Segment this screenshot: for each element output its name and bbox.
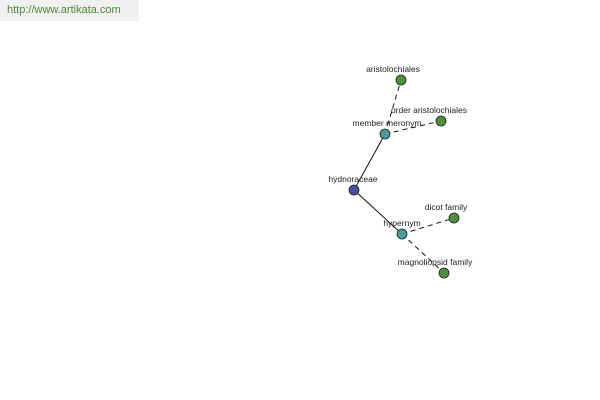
node-magnoliopsid-family[interactable] [438,267,450,279]
node-aristolochiales[interactable] [395,74,407,86]
node-label-member-meronym[interactable]: member meronym [353,118,422,128]
edge-member_meronym-order_aristolochiales [384,120,442,135]
node-hypernym[interactable] [396,228,408,240]
node-label-order-aristolochiales[interactable]: order aristolochiales [391,105,467,115]
site-url-link[interactable]: http://www.artikata.com [7,4,121,16]
url-banner: http://www.artikata.com [0,0,139,21]
node-label-aristolochiales[interactable]: aristolochiales [366,64,420,74]
node-member-meronym[interactable] [379,128,391,140]
node-order-aristolochiales[interactable] [435,115,447,127]
node-label-magnoliopsid-family[interactable]: magnoliopsid family [398,257,473,267]
node-dicot-family[interactable] [448,212,460,224]
node-label-hydnoraceae[interactable]: hydnoraceae [328,174,377,184]
edge-hydnoraceae-member_meronym [353,133,386,191]
node-label-dicot-family[interactable]: dicot family [425,202,468,212]
edge-member_meronym-aristolochiales [384,79,402,135]
node-label-hypernym[interactable]: hypernym [383,218,420,228]
edge-hydnoraceae-hypernym [353,189,403,235]
node-hydnoraceae[interactable] [348,184,360,196]
edge-hypernym-magnoliopsid_family [401,233,445,274]
edge-hypernym-dicot_family [401,217,455,235]
